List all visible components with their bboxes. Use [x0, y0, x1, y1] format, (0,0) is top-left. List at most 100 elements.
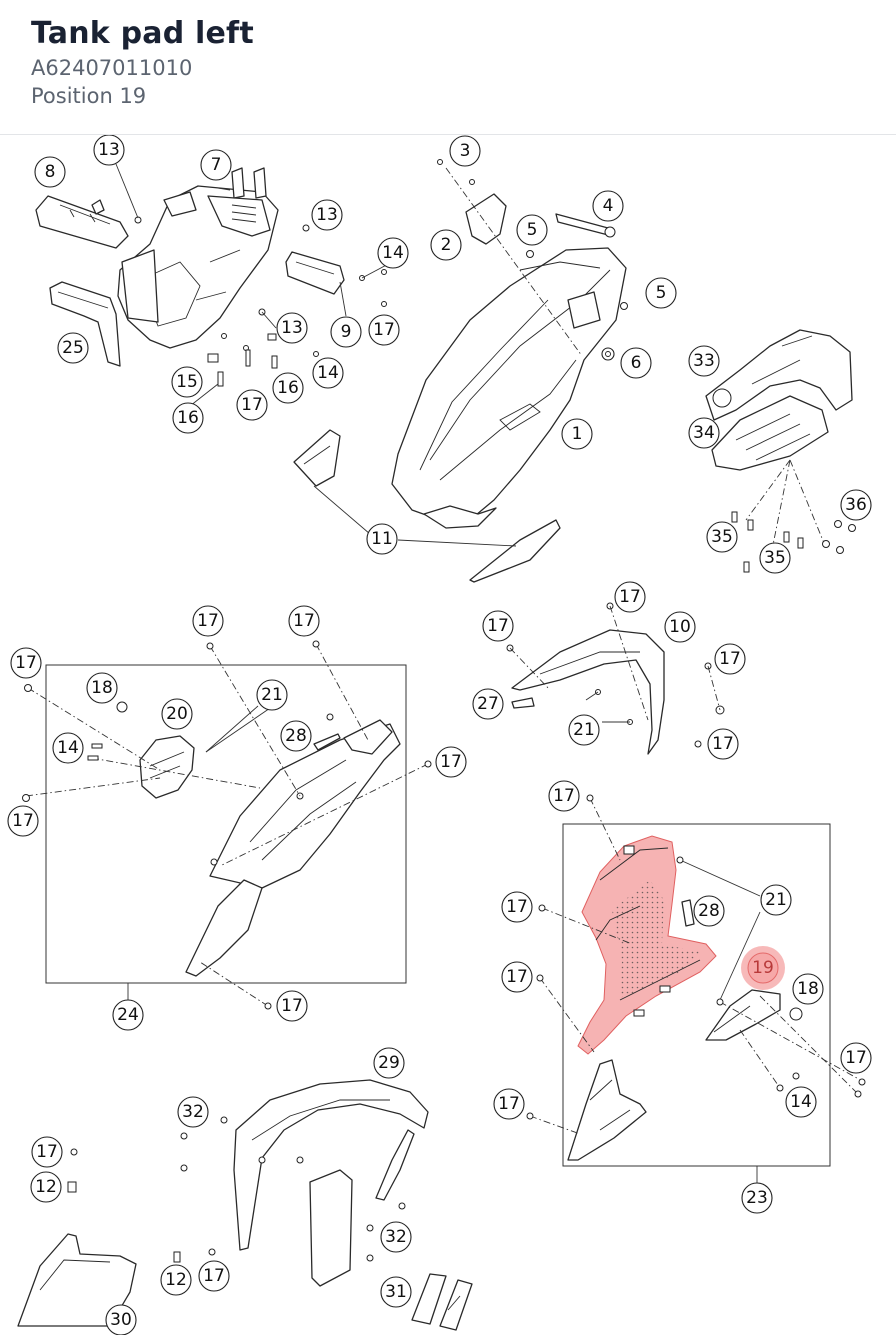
callout-3[interactable]: 3	[449, 135, 481, 167]
svg-text:36: 36	[845, 495, 867, 515]
svg-text:17: 17	[440, 752, 462, 772]
callout-32[interactable]: 32	[177, 1096, 209, 1128]
callout-27[interactable]: 27	[472, 688, 504, 720]
callout-5[interactable]: 5	[645, 277, 677, 309]
page-title: Tank pad left	[31, 16, 254, 51]
svg-text:19: 19	[752, 958, 774, 978]
callout-21[interactable]: 21	[760, 884, 792, 916]
callout-29[interactable]: 29	[373, 1047, 405, 1079]
callout-8[interactable]: 8	[34, 156, 66, 188]
carrier-33-34-drawing	[705, 329, 853, 471]
callout-2[interactable]: 2	[430, 229, 462, 261]
callout-7[interactable]: 7	[200, 149, 232, 181]
callout-32[interactable]: 32	[380, 1221, 412, 1253]
svg-text:14: 14	[317, 363, 339, 383]
callout-17[interactable]: 17	[501, 961, 533, 993]
svg-text:8: 8	[45, 162, 56, 182]
callout-17[interactable]: 17	[614, 581, 646, 613]
callout-17[interactable]: 17	[236, 389, 268, 421]
svg-text:11: 11	[371, 529, 393, 549]
svg-text:17: 17	[506, 967, 528, 987]
callout-28[interactable]: 28	[280, 720, 312, 752]
callout-14[interactable]: 14	[52, 732, 84, 764]
tank-pad-left-highlight	[577, 835, 717, 1055]
callout-15[interactable]: 15	[171, 366, 203, 398]
svg-text:25: 25	[62, 338, 84, 358]
callout-20[interactable]: 20	[161, 698, 193, 730]
callout-17[interactable]: 17	[493, 1088, 525, 1120]
callout-9[interactable]: 9	[330, 316, 362, 348]
callout-13[interactable]: 13	[311, 199, 343, 231]
callout-36[interactable]: 36	[840, 489, 872, 521]
svg-text:21: 21	[261, 685, 283, 705]
callout-35[interactable]: 35	[706, 521, 738, 553]
callout-17[interactable]: 17	[482, 610, 514, 642]
svg-text:17: 17	[498, 1094, 520, 1114]
callout-14[interactable]: 14	[312, 357, 344, 389]
svg-text:16: 16	[277, 378, 299, 398]
callout-10[interactable]: 10	[664, 611, 696, 643]
callout-17[interactable]: 17	[368, 314, 400, 346]
svg-text:29: 29	[378, 1053, 400, 1073]
callout-13[interactable]: 13	[276, 312, 308, 344]
svg-text:24: 24	[117, 1005, 139, 1025]
callout-25[interactable]: 25	[57, 332, 89, 364]
callout-33[interactable]: 33	[688, 345, 720, 377]
callout-17[interactable]: 17	[435, 746, 467, 778]
callout-12[interactable]: 12	[160, 1264, 192, 1296]
svg-text:16: 16	[177, 408, 199, 428]
svg-text:18: 18	[91, 678, 113, 698]
callout-18[interactable]: 18	[86, 672, 118, 704]
svg-text:14: 14	[382, 243, 404, 263]
svg-text:17: 17	[619, 587, 641, 607]
callout-30[interactable]: 30	[105, 1304, 137, 1335]
fender-10-drawing	[506, 602, 725, 755]
svg-text:12: 12	[165, 1270, 187, 1290]
callout-19-highlighted[interactable]: 19	[741, 946, 785, 990]
svg-text:2: 2	[441, 235, 452, 255]
callout-17[interactable]: 17	[288, 605, 320, 637]
callout-14[interactable]: 14	[785, 1086, 817, 1118]
svg-text:15: 15	[176, 372, 198, 392]
callout-5[interactable]: 5	[516, 214, 548, 246]
callout-17[interactable]: 17	[501, 891, 533, 923]
callout-21[interactable]: 21	[568, 714, 600, 746]
callout-13[interactable]: 13	[93, 135, 125, 166]
callout-17[interactable]: 17	[714, 643, 746, 675]
svg-text:5: 5	[527, 220, 538, 240]
callout-35[interactable]: 35	[759, 542, 791, 574]
callout-17[interactable]: 17	[10, 647, 42, 679]
svg-text:3: 3	[460, 141, 471, 161]
callout-11[interactable]: 11	[366, 523, 398, 555]
callout-34[interactable]: 34	[688, 417, 720, 449]
svg-text:17: 17	[36, 1142, 58, 1162]
group-23-frame	[562, 823, 831, 1167]
callout-17[interactable]: 17	[192, 605, 224, 637]
callout-16[interactable]: 16	[172, 402, 204, 434]
callout-17[interactable]: 17	[548, 780, 580, 812]
callout-18[interactable]: 18	[792, 973, 824, 1005]
callout-17[interactable]: 17	[840, 1042, 872, 1074]
callout-23[interactable]: 23	[741, 1182, 773, 1214]
svg-text:17: 17	[719, 649, 741, 669]
callout-17[interactable]: 17	[707, 728, 739, 760]
callout-24[interactable]: 24	[112, 999, 144, 1031]
callout-4[interactable]: 4	[592, 190, 624, 222]
callout-17[interactable]: 17	[7, 805, 39, 837]
callout-31[interactable]: 31	[380, 1276, 412, 1308]
callout-21[interactable]: 21	[256, 679, 288, 711]
svg-text:17: 17	[506, 897, 528, 917]
callout-28[interactable]: 28	[693, 895, 725, 927]
callout-17[interactable]: 17	[31, 1136, 63, 1168]
callout-17[interactable]: 17	[198, 1260, 230, 1292]
callout-14[interactable]: 14	[377, 237, 409, 269]
callout-16[interactable]: 16	[272, 372, 304, 404]
svg-text:17: 17	[203, 1266, 225, 1286]
callout-1[interactable]: 1	[561, 418, 593, 450]
callout-6[interactable]: 6	[620, 347, 652, 379]
svg-text:17: 17	[15, 653, 37, 673]
svg-text:17: 17	[487, 616, 509, 636]
svg-text:23: 23	[746, 1188, 768, 1208]
callout-12[interactable]: 12	[30, 1171, 62, 1203]
callout-17[interactable]: 17	[276, 990, 308, 1022]
